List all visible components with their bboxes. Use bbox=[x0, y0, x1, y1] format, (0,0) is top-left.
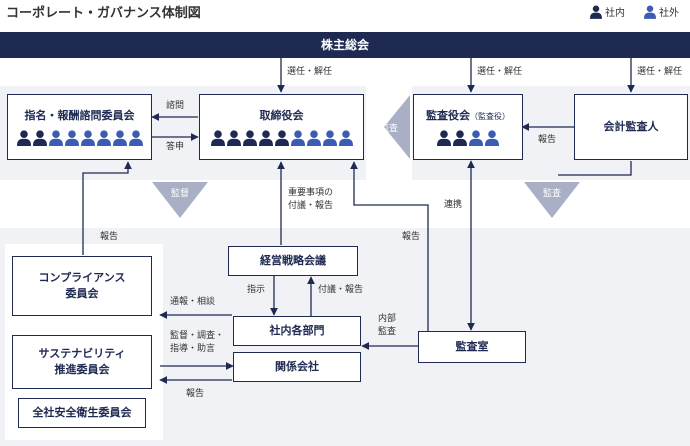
accountant-report-label: 報告 bbox=[538, 135, 557, 145]
internal-person-icon bbox=[33, 130, 47, 146]
external-person-icon bbox=[469, 130, 483, 146]
elect-label-2: 選任・解任 bbox=[477, 67, 523, 77]
accounting-auditor-box: 会計監査人 bbox=[574, 94, 688, 160]
report-left-label: 報告 bbox=[100, 232, 119, 242]
external-person-icon bbox=[49, 130, 63, 146]
legend-internal: 社内 bbox=[590, 4, 625, 19]
report-bottom-label: 報告 bbox=[186, 389, 205, 399]
internal-audit-label: 内部 監査 bbox=[378, 314, 397, 337]
internal-person-icon bbox=[275, 130, 289, 146]
external-person-icon bbox=[323, 130, 337, 146]
sustainability-committee-box: サステナビリティ 推進委員会 bbox=[12, 335, 152, 389]
supervise-triangle-label: 監督 bbox=[171, 189, 190, 199]
board-of-directors-box: 取締役会 bbox=[199, 94, 364, 160]
internal-person-icon bbox=[453, 130, 467, 146]
external-person-icon bbox=[113, 130, 127, 146]
instruct-label: 指示 bbox=[247, 285, 266, 295]
refer-report-label: 付議・報告 bbox=[318, 285, 364, 295]
board-members bbox=[211, 130, 353, 146]
audit-board-members bbox=[437, 130, 499, 146]
internal-person-icon bbox=[437, 130, 451, 146]
external-person-icon bbox=[485, 130, 499, 146]
internal-person-icon bbox=[211, 130, 225, 146]
internal-person-icon bbox=[227, 130, 241, 146]
inform-consult-label: 通報・相談 bbox=[170, 297, 216, 307]
compliance-committee-box: コンプライアンス 委員会 bbox=[12, 256, 152, 316]
external-person-icon bbox=[291, 130, 305, 146]
external-person-icon bbox=[307, 130, 321, 146]
audit-triangle-2-label: 監査 bbox=[543, 189, 562, 199]
internal-person-icon bbox=[17, 130, 31, 146]
page-title: コーポレート・ガバナンス体制図 bbox=[6, 6, 201, 21]
audit-board-title: 監査役会 bbox=[426, 108, 470, 122]
external-person-icon bbox=[97, 130, 111, 146]
audit-triangle-icon bbox=[384, 95, 410, 159]
cooperation-label: 連携 bbox=[444, 200, 463, 210]
audit-triangle-label: 監査 bbox=[380, 124, 399, 134]
nomination-committee-box: 指名・報酬諮問委員会 bbox=[7, 94, 152, 160]
departments-box: 社内各部門 bbox=[233, 316, 361, 346]
external-person-icon bbox=[129, 130, 143, 146]
audit-board-box: 監査役会（監査役） bbox=[413, 94, 523, 160]
safety-committee-box: 全社安全衛生委員会 bbox=[18, 398, 146, 428]
internal-person-icon bbox=[243, 130, 257, 146]
external-person-icon bbox=[339, 130, 353, 146]
consult-label: 諮問 bbox=[166, 101, 185, 111]
nomination-members bbox=[17, 130, 143, 146]
supervise-triangle-icon bbox=[152, 182, 208, 218]
important-matters-label: 重要事項の 付議・報告 bbox=[288, 188, 334, 211]
strategy-meeting-box: 経営戦略会議 bbox=[228, 246, 358, 276]
external-person-icon bbox=[81, 130, 95, 146]
report-mid-label: 報告 bbox=[402, 232, 421, 242]
internal-audit-office-box: 監査室 bbox=[418, 331, 526, 363]
elect-label-3: 選任・解任 bbox=[637, 67, 683, 77]
internal-person-icon bbox=[259, 130, 273, 146]
audit-board-note: （監査役） bbox=[470, 111, 510, 121]
shareholders-meeting-box: 株主総会 bbox=[0, 32, 690, 58]
external-person-icon bbox=[65, 130, 79, 146]
elect-label-1: 選任・解任 bbox=[287, 67, 333, 77]
affiliates-box: 関係会社 bbox=[233, 352, 361, 382]
legend-external: 社外 bbox=[644, 4, 679, 19]
supervise-advise-label: 監督・調査・ 指導・助言 bbox=[170, 331, 225, 354]
answer-label: 答申 bbox=[166, 142, 185, 152]
audit-triangle-2-icon bbox=[524, 182, 580, 218]
